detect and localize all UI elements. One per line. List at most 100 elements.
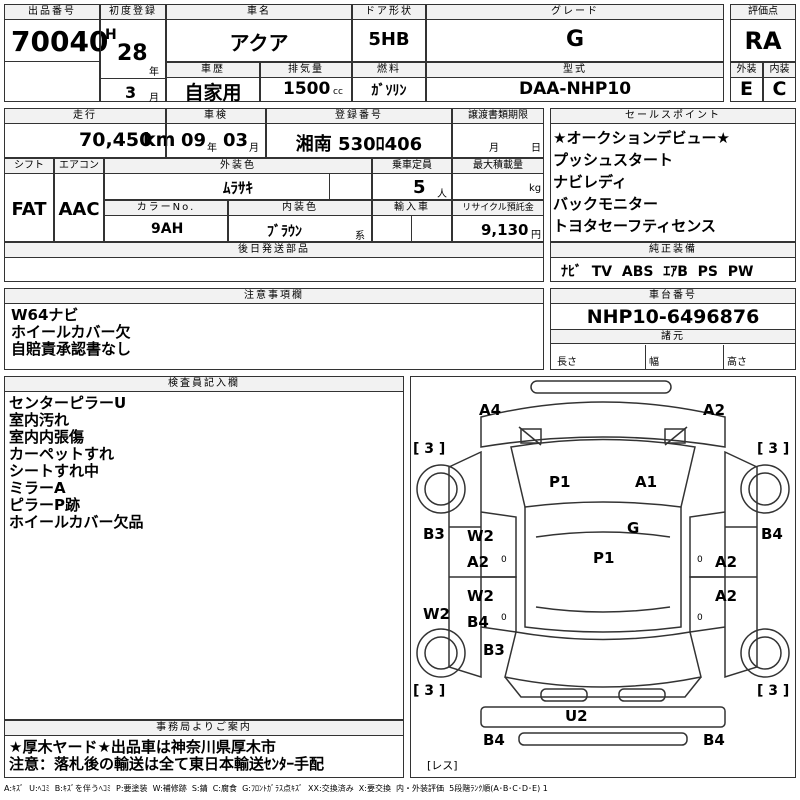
mileage-unit: km — [143, 129, 176, 151]
import-box: 輸入車 — [372, 200, 452, 242]
recycle-box: リサイクル預託金 9,130 円 — [452, 200, 544, 242]
int-color-value: ﾌﾞﾗｳﾝ — [267, 224, 302, 240]
displacement-label: 排気量 — [261, 63, 351, 78]
ext-color-value: ﾑﾗｻｷ — [222, 179, 253, 197]
dims-label: 諸元 — [551, 329, 795, 344]
chassis-box: 車台番号 NHP10-6496876 諸元 長さ 幅 高さ — [550, 288, 796, 370]
year-unit: 年 — [149, 67, 159, 78]
panel-count: [ 3 ] — [413, 441, 446, 457]
inspector-label: 検査員記入欄 — [5, 377, 403, 392]
score-box: 評価点 RA — [730, 4, 796, 62]
aircon-value: AAC — [58, 199, 100, 220]
divider — [723, 345, 724, 370]
first-reg-month: 3 — [125, 83, 137, 102]
sales-point-item: トヨタセーフティセンス — [553, 217, 716, 235]
lot-number: 70040 — [11, 25, 109, 58]
inspector-item: シートすれ中 — [9, 462, 100, 480]
equipment-label: 純正装備 — [551, 243, 795, 258]
max-load-box: 最大積載量 kg — [452, 158, 544, 200]
panel-count: [ 3 ] — [413, 683, 446, 699]
first-reg-box: 初度登録 H 28 年 3 月 — [100, 4, 166, 104]
sales-points-list: ★オークションデビュー★ プッシュスタート ナビレディ バックモニター トヨタセ… — [553, 127, 730, 237]
panel-count: [ 3 ] — [757, 441, 790, 457]
damage-code: A2 — [467, 553, 490, 571]
divider — [411, 216, 412, 242]
office-item: ★厚木ヤード★出品車は神奈川県厚木市 — [9, 738, 276, 756]
plate-value: 湘南 530ﾛ406 — [295, 134, 423, 155]
score-value: RA — [744, 27, 782, 55]
inspector-item: 室内汚れ — [9, 411, 70, 429]
door-label: ドア形状 — [353, 5, 425, 20]
door-box: ドア形状 5HB — [352, 4, 426, 62]
damage-code: G — [627, 519, 640, 537]
transfer-month-unit: 月 — [489, 143, 499, 154]
damage-code: U2 — [565, 707, 588, 725]
damage-code: W2 — [423, 605, 450, 623]
shift-value: FAT — [11, 199, 47, 220]
fuel-box: 燃料 ｶﾞｿﾘﾝ — [352, 62, 426, 102]
inspector-item: ミラーA — [9, 479, 66, 497]
first-reg-era: H — [105, 27, 117, 43]
month-unit: 月 — [149, 93, 159, 104]
fuel-value: ｶﾞｿﾘﾝ — [371, 83, 407, 99]
shift-label: シフト — [5, 159, 53, 174]
caution-list: W64ナビ ホイールカバー欠 自賠責承認書なし — [11, 307, 131, 358]
shift-box: シフト FAT — [4, 158, 54, 242]
plate-box: 登録番号 湘南 530ﾛ406 — [266, 108, 452, 158]
caution-box: 注意事項欄 W64ナビ ホイールカバー欠 自賠責承認書なし — [4, 288, 544, 370]
inspector-item: ホイールカバー欠品 — [9, 513, 144, 531]
model-value: DAA-NHP10 — [518, 79, 632, 99]
zero-mark: 0 — [697, 555, 703, 565]
sales-point-item: ナビレディ — [553, 173, 627, 191]
displacement-box: 排気量 1500 cc — [260, 62, 352, 102]
mileage-value: 70,450 — [79, 129, 153, 151]
divider — [101, 78, 165, 79]
sales-points-label: セールスポイント — [551, 109, 795, 124]
divider — [645, 345, 646, 370]
capacity-label: 乗車定員 — [373, 159, 451, 174]
exterior-box: 外装 E — [730, 62, 763, 102]
damage-code: B4 — [467, 613, 489, 631]
sales-point-item: プッシュスタート — [553, 151, 674, 169]
dims-length: 長さ — [557, 357, 577, 368]
inspector-item: ピラーP跡 — [9, 496, 80, 514]
parts-label: 後日発送部品 — [5, 243, 543, 258]
door-value: 5HB — [368, 29, 410, 50]
ext-color-label: 外装色 — [105, 159, 371, 174]
exterior-value: E — [740, 78, 753, 100]
damage-code: W2 — [467, 527, 494, 545]
lot-box: 出品番号 70040 — [4, 4, 108, 102]
lot-label: 出品番号 — [5, 5, 99, 20]
zero-mark: 0 — [501, 555, 507, 565]
inspector-item: センターピラーU — [9, 394, 127, 412]
sales-point-item: バックモニター — [553, 195, 659, 213]
inspection-month-unit: 月 — [249, 143, 259, 154]
car-name-value: アクア — [229, 31, 289, 55]
damage-code: A4 — [479, 401, 502, 419]
grade-label: グレード — [427, 5, 723, 20]
damage-code: A2 — [715, 553, 738, 571]
mileage-label: 走行 — [5, 109, 165, 124]
zero-mark: 0 — [501, 613, 507, 623]
footer-legend: A:ｷｽﾞ U:ﾍｺﾐ B:ｷｽﾞを伴うﾍｺﾐ P:要塗装 W:補修跡 S:錆 … — [4, 784, 548, 793]
caution-item: W64ナビ — [11, 306, 79, 324]
parts-box: 後日発送部品 — [4, 242, 544, 282]
aircon-box: エアコン AAC — [54, 158, 104, 242]
displacement-value: 1500 — [283, 79, 331, 99]
damage-code: B3 — [423, 525, 445, 543]
model-label: 型式 — [427, 63, 723, 78]
color-no-box: カラーNo. 9AH — [104, 200, 228, 242]
score-label: 評価点 — [731, 5, 795, 20]
int-color-label: 内装色 — [229, 201, 371, 216]
capacity-box: 乗車定員 5 人 — [372, 158, 452, 200]
car-outline-icon — [416, 380, 790, 746]
history-label: 車歴 — [167, 63, 259, 78]
inspection-month: 03 — [223, 130, 249, 151]
inspection-box: 車検 09 年 03 月 — [166, 108, 266, 158]
import-label: 輸入車 — [373, 201, 451, 216]
inspection-year-unit: 年 — [207, 143, 217, 154]
fuel-label: 燃料 — [353, 63, 425, 78]
sales-points-box: セールスポイント ★オークションデビュー★ プッシュスタート ナビレディ バック… — [550, 108, 796, 242]
first-reg-year: 28 — [117, 41, 148, 66]
ext-color-box: 外装色 ﾑﾗｻｷ — [104, 158, 372, 200]
